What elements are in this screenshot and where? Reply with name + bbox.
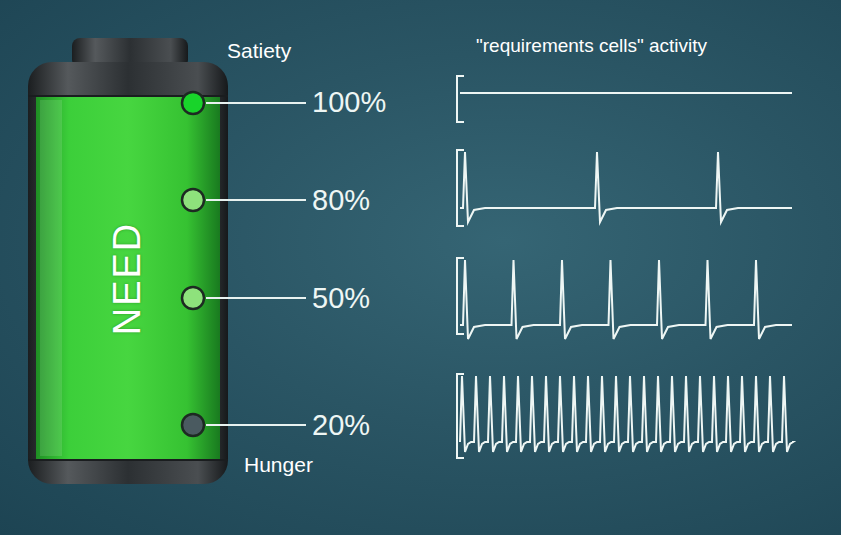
battery-shine (40, 100, 62, 456)
activity-trace (460, 152, 792, 222)
satiety-label: Satiety (227, 40, 291, 61)
activity-traces (457, 76, 793, 458)
hunger-label: Hunger (244, 454, 313, 475)
leader-lines (206, 103, 306, 425)
level-dot (182, 414, 204, 436)
level-dot (182, 189, 204, 211)
battery-charge (36, 96, 220, 460)
battery-label: NEED (106, 221, 149, 335)
activity-trace (460, 260, 792, 339)
chart-heading: "requirements cells" activity (476, 36, 707, 55)
activity-trace (460, 92, 792, 94)
battery-body (28, 62, 228, 484)
leader-line (206, 424, 306, 426)
leader-line (206, 102, 306, 104)
battery-shape: NEED (36, 96, 220, 460)
activity-trace (460, 376, 793, 452)
level-dot (182, 92, 204, 114)
level-label: 80% (312, 186, 370, 215)
level-label: 50% (312, 284, 370, 313)
leader-line (206, 199, 306, 201)
level-label: 100% (312, 88, 386, 117)
battery-edge (28, 459, 228, 461)
level-label: 20% (312, 411, 370, 440)
leader-line (206, 297, 306, 299)
level-dot (182, 287, 204, 309)
trace-bracket (457, 76, 464, 122)
